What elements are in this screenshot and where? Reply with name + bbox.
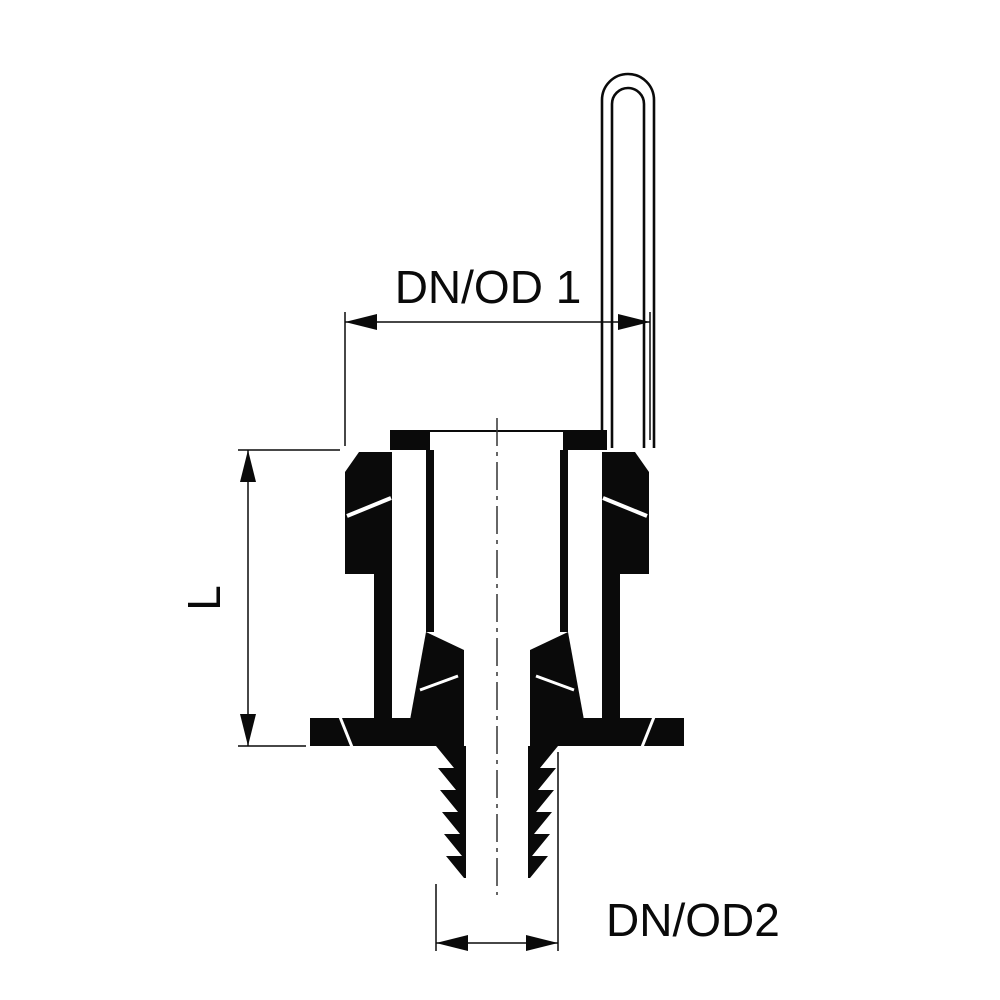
- sleeve-left-thread-slit: [346, 496, 392, 518]
- socket-wall-left: [426, 450, 434, 632]
- pull-loop-inner-line: [610, 86, 646, 448]
- arrowhead-right-icon: [618, 314, 650, 330]
- socket-wall-right: [560, 450, 568, 632]
- mid-body-left: [410, 632, 464, 720]
- arrowhead-left-icon: [436, 935, 468, 951]
- arrowhead-up-icon: [240, 450, 256, 482]
- arrowhead-left-icon: [345, 314, 377, 330]
- mid-body-right-slit: [535, 674, 575, 692]
- flange-right-slit: [640, 716, 656, 748]
- dimension-bottom-label: DN/OD2: [606, 894, 780, 946]
- sleeve-right: [602, 452, 649, 718]
- mid-body-right: [530, 632, 584, 720]
- dimension-bottom: DN/OD2: [435, 752, 780, 951]
- pull-loop-outer-line: [600, 72, 656, 448]
- dimension-left-label: L: [178, 585, 230, 611]
- spigot-wall-left: [436, 746, 466, 878]
- dimension-left: L: [178, 449, 340, 747]
- flange-right: [530, 718, 684, 746]
- arrowhead-right-icon: [526, 935, 558, 951]
- flange-left: [310, 718, 464, 746]
- dimension-top: DN/OD 1: [344, 261, 651, 446]
- dimension-top-label: DN/OD 1: [395, 261, 582, 313]
- rim-right: [563, 430, 607, 450]
- arrowhead-down-icon: [240, 714, 256, 746]
- mid-body-left-slit: [419, 674, 459, 692]
- rim-left: [390, 430, 430, 450]
- fitting-body: [310, 430, 684, 878]
- sleeve-right-thread-slit: [602, 496, 648, 518]
- pull-loop: [600, 72, 656, 448]
- sleeve-left: [345, 452, 392, 718]
- spigot-wall-right: [528, 746, 558, 878]
- flange-left-slit: [338, 716, 354, 748]
